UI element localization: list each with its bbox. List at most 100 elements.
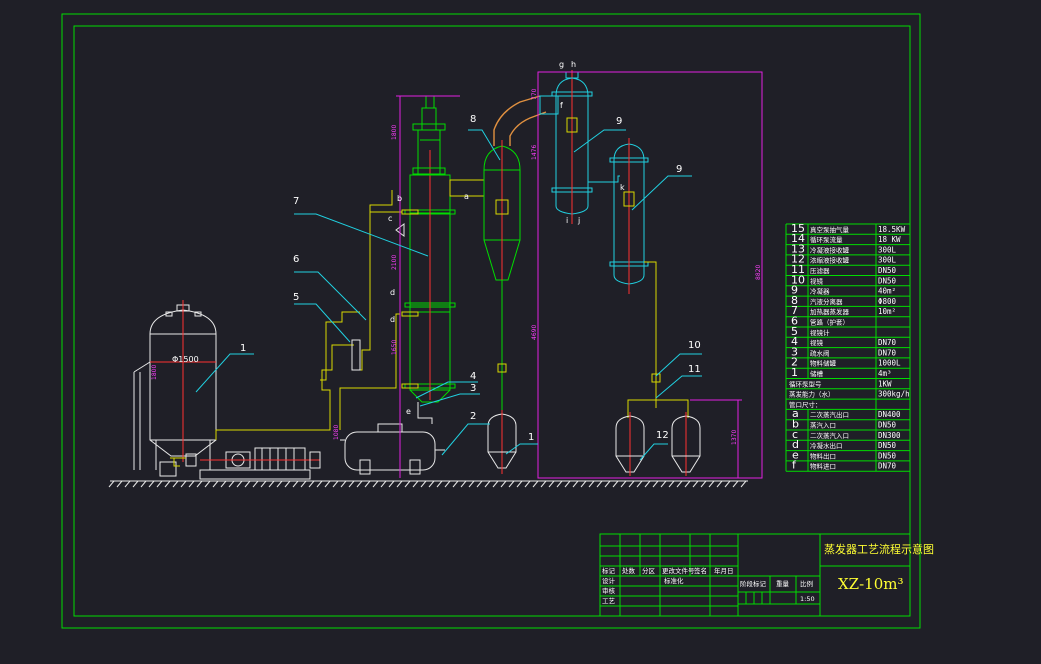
nozzle-name: 二次蒸汽出口 — [810, 410, 849, 419]
part-number: 5 — [791, 325, 798, 338]
nozzle-value: DN50 — [878, 451, 897, 460]
ground-hatch — [108, 480, 747, 488]
part-value: 300L — [878, 245, 897, 254]
nozzle-name: 二次蒸汽入口 — [810, 431, 849, 440]
part-number: 14 — [791, 232, 805, 245]
ground-hatch-mark — [628, 480, 635, 488]
ground-hatch-mark — [356, 480, 363, 488]
callout-4: 5 — [293, 292, 299, 303]
condenser-2 — [609, 138, 649, 294]
nozzle-value: DN400 — [878, 410, 901, 419]
part-number: 9 — [791, 284, 798, 297]
callout-10: 10 — [688, 340, 701, 351]
receiver-manifold — [627, 399, 689, 418]
callout-7: 8 — [470, 114, 476, 125]
nozzle-name: 蒸汽入口 — [810, 421, 836, 430]
nozzle-h: h — [571, 60, 576, 69]
nozzle-a: a — [464, 192, 469, 201]
vapor-elbow-pipe — [493, 95, 559, 146]
ground-hatch-mark — [348, 480, 355, 488]
part-name: 冷凝器 — [810, 287, 830, 296]
part-name: 物料储罐 — [810, 359, 837, 368]
part-value: DN50 — [878, 266, 897, 275]
nozzle-k: k — [620, 183, 625, 192]
tb-row-label-2: 分区 — [642, 566, 656, 575]
part-name: 视镜计 — [810, 328, 830, 337]
callout-1: 2 — [470, 411, 476, 422]
part-number: 11 — [791, 263, 805, 276]
ground-hatch-mark — [692, 480, 699, 488]
ground-hatch-mark — [148, 480, 155, 488]
nozzle-name: 冷凝水出口 — [810, 441, 843, 450]
ground-hatch-mark — [604, 480, 611, 488]
part-value: 1000L — [878, 359, 901, 368]
ground-hatch-mark — [444, 480, 451, 488]
ground-hatch-mark — [116, 480, 123, 488]
callout-leaders — [195, 129, 702, 461]
ground-hatch-mark — [556, 480, 563, 488]
ground-hatch-mark — [268, 480, 275, 488]
ground-hatch-mark — [532, 480, 539, 488]
nozzle-value: DN50 — [878, 441, 897, 450]
part-name: 疏水阀 — [810, 348, 830, 357]
ground-hatch-mark — [108, 480, 115, 488]
ground-hatch-mark — [684, 480, 691, 488]
part-number: 10 — [791, 273, 805, 286]
part-name: 汽液分离器 — [810, 297, 843, 306]
receiver-tank — [340, 423, 445, 475]
spec-value: 1KW — [878, 379, 892, 388]
nozzle-d1: d — [390, 288, 395, 297]
part-value: DN70 — [878, 338, 897, 347]
ground-hatch-mark — [124, 480, 131, 488]
ground-hatch-mark — [172, 480, 179, 488]
ground-hatch-mark — [700, 480, 707, 488]
ground-hatch-mark — [140, 480, 147, 488]
ground-hatch-mark — [188, 480, 195, 488]
ground-hatch-mark — [620, 480, 627, 488]
steam-pipe — [369, 190, 402, 213]
condensate-pipe — [644, 261, 657, 400]
tb-row-label-5: 年月日 — [714, 566, 734, 575]
tb-row-label-4: 签名 — [694, 566, 707, 575]
nozzle-code: e — [792, 448, 799, 461]
ground-hatch-mark — [332, 480, 339, 488]
dim-text-9: 1370 — [731, 430, 738, 445]
ground-hatch-mark — [428, 480, 435, 488]
callout-8: 9 — [616, 116, 622, 127]
callout-5: 6 — [293, 254, 299, 265]
tb-mid-label-0: 阶段标记 — [740, 579, 767, 588]
callout-12: 12 — [656, 430, 669, 441]
storage-tank — [133, 300, 217, 477]
part-name: 冷凝液接收罐 — [810, 245, 850, 254]
part-value: DN50 — [878, 276, 897, 285]
ground-hatch-mark — [252, 480, 259, 488]
callout-13: 1 — [528, 432, 534, 443]
part-name: 压滤器 — [810, 266, 830, 275]
nozzle-b: b — [397, 194, 402, 203]
dim-text-1: 2100 — [391, 255, 398, 270]
tb-mid-label-2: 比例 — [800, 579, 813, 588]
tb-row-label-3: 更改文件号 — [662, 566, 695, 575]
part-number: 3 — [791, 345, 798, 358]
ground-hatch-mark — [292, 480, 299, 488]
ground-hatch-mark — [436, 480, 443, 488]
condenser-1 — [551, 70, 593, 224]
dim-text-6: 1476 — [531, 145, 538, 160]
callout-2: 3 — [470, 383, 476, 394]
ground-hatch-mark — [540, 480, 547, 488]
nozzle-code: c — [792, 428, 798, 441]
condensate-receiver-right — [671, 412, 701, 476]
part-name: 储槽 — [810, 369, 824, 378]
ground-hatch-mark — [460, 480, 467, 488]
ground-hatch-mark — [380, 480, 387, 488]
nozzle-name: 物料出口 — [810, 451, 836, 460]
return-pipe — [320, 311, 360, 381]
tb-row-label-1: 处数 — [622, 566, 636, 575]
inner-frame — [73, 25, 911, 617]
part-value: Φ800 — [878, 297, 897, 306]
ground-hatch-mark — [228, 480, 235, 488]
ground-hatch-mark — [508, 480, 515, 488]
nozzle-f: f — [560, 101, 563, 110]
dim-text-8: 1800 — [151, 365, 158, 380]
